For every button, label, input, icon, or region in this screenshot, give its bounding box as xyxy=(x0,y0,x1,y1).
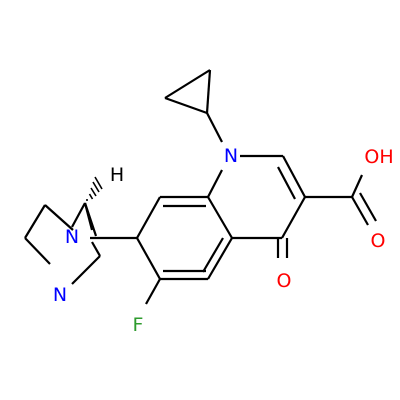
bond xyxy=(145,278,161,305)
atom-n-bicyclic: N xyxy=(65,226,79,248)
bond xyxy=(350,174,364,198)
atom-h-stereo: H xyxy=(110,164,124,186)
bond xyxy=(136,237,161,280)
bond xyxy=(91,241,101,257)
atom-n1: N xyxy=(224,145,238,167)
atom-o-keto: O xyxy=(277,270,292,292)
bond xyxy=(44,204,74,231)
bond xyxy=(24,237,51,265)
atom-f: F xyxy=(133,314,144,336)
bond xyxy=(281,196,306,239)
bond xyxy=(205,69,212,114)
bond xyxy=(71,202,86,228)
bond xyxy=(277,166,296,200)
atom-oh: OH xyxy=(364,146,393,168)
bond xyxy=(136,196,161,239)
atom-nh: N xyxy=(53,284,67,306)
bond xyxy=(206,112,223,143)
stereo-hash-bond xyxy=(86,176,103,201)
bond xyxy=(207,169,223,198)
bond xyxy=(164,69,211,99)
bond xyxy=(359,192,377,222)
bond xyxy=(83,202,98,237)
atom-labels: N N N H F O O OH xyxy=(53,145,394,336)
bond xyxy=(71,255,101,285)
atom-o-acid: O xyxy=(371,230,386,252)
bond xyxy=(207,196,233,239)
bond xyxy=(351,196,369,226)
bond xyxy=(24,204,46,239)
bonds xyxy=(24,69,377,305)
bond xyxy=(164,96,208,115)
bond xyxy=(207,237,233,280)
bond xyxy=(202,237,224,273)
bond xyxy=(282,155,306,198)
